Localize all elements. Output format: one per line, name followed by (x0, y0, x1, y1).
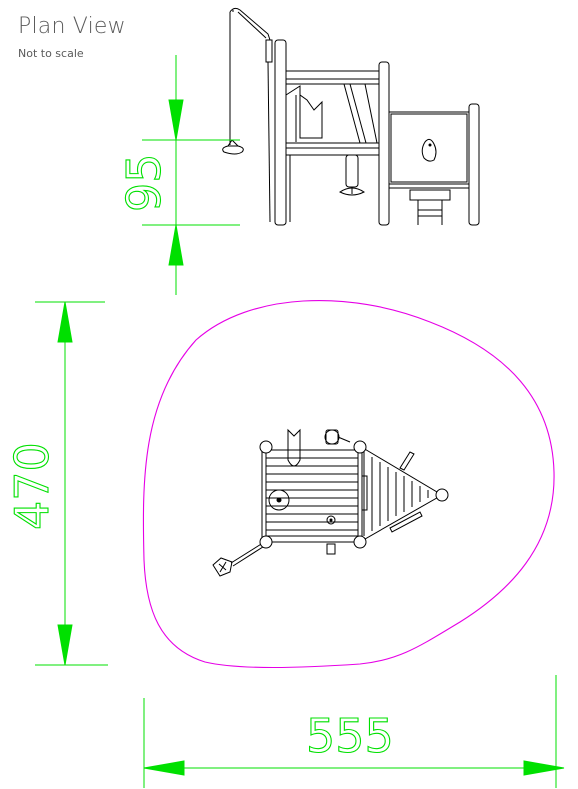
post-mid (378, 61, 390, 226)
sail-plan (287, 428, 301, 467)
telescope (345, 154, 359, 188)
deck (285, 142, 380, 156)
height-dimension (142, 55, 240, 295)
depth-dimension (35, 301, 108, 666)
wheel-plan (268, 489, 290, 511)
telescope-plan (324, 429, 340, 445)
plan-view-title: Plan View (18, 14, 126, 39)
height-label: 95 (117, 153, 171, 212)
penguin-icon (421, 138, 437, 162)
width-label: 555 (306, 709, 394, 763)
swing-bracket (265, 39, 273, 63)
post-left (274, 39, 287, 226)
safety-zone-boundary (142, 300, 555, 669)
post-right (468, 103, 480, 226)
swing-seat (222, 145, 244, 155)
top-rail (285, 70, 380, 80)
scale-note: Not to scale (18, 47, 84, 60)
depth-label: 470 (5, 442, 59, 530)
elevation-view (222, 7, 480, 226)
deck-plan (265, 449, 359, 543)
width-dimension (143, 675, 565, 788)
swing-seat-plan (212, 557, 233, 577)
step (409, 189, 451, 201)
bow-plan (357, 444, 443, 544)
sail (299, 94, 323, 139)
plan-equipment (212, 428, 449, 577)
swing-arm (229, 7, 271, 140)
panel-right (388, 111, 470, 185)
